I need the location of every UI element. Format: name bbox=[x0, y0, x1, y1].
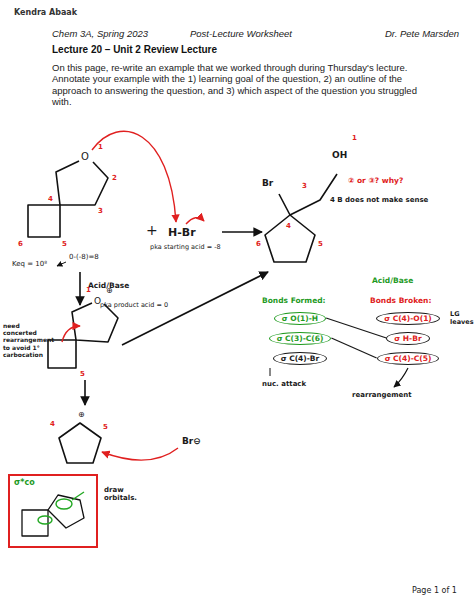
bond-link bbox=[331, 338, 376, 358]
atom-number: 5 bbox=[318, 240, 323, 248]
annotation: O bbox=[81, 151, 89, 163]
atom-number: O bbox=[94, 296, 101, 307]
annotation: H-Br bbox=[168, 226, 196, 239]
atom-number: ⊕ bbox=[78, 410, 85, 420]
annotation: nuc. attack bbox=[262, 380, 306, 388]
node-text: σ C(4)-O(1) bbox=[384, 314, 432, 323]
bond-oval: σ O(1)-H bbox=[274, 312, 326, 325]
header-text: Chem 3A, Spring 2023 bbox=[52, 28, 148, 39]
annotation: Br bbox=[262, 178, 273, 189]
atom-number: 5 bbox=[103, 423, 108, 431]
bond-oval: σ C(4)-Br bbox=[273, 352, 328, 365]
header-text: On this page, re-write an example that w… bbox=[52, 62, 422, 108]
header-text: Post-Lecture Worksheet bbox=[190, 28, 292, 39]
annotation: Bonds Formed: bbox=[262, 296, 326, 305]
annotation: need concerted rearrangement to avoid 1°… bbox=[3, 322, 45, 358]
lecture-title: Lecture 20 – Unit 2 Review Lecture bbox=[52, 44, 217, 56]
node-text: σ O(1)-H bbox=[282, 314, 318, 323]
atom-number: ⊕ bbox=[106, 286, 113, 296]
node-text: σ C(4)-Br bbox=[281, 354, 320, 363]
atom-number: 5 bbox=[62, 240, 67, 248]
node-text: σ C(4)-C(5) bbox=[385, 354, 432, 363]
annotation: Acid/Base bbox=[372, 276, 413, 285]
atom-number: 1 bbox=[98, 143, 103, 151]
header-text: Kendra Abaak bbox=[14, 8, 77, 18]
annotation: Keq = 10⁸ bbox=[12, 260, 47, 268]
bond-oval: σ H-Br bbox=[386, 332, 429, 345]
atom-number: 4 bbox=[50, 420, 55, 428]
node-text: σ*co bbox=[14, 478, 92, 487]
bond-oval: σ C(4)-C(5) bbox=[377, 352, 440, 365]
bond-oval: σ C(3)-C(6) bbox=[269, 332, 332, 345]
atom-number: 4 bbox=[48, 195, 53, 203]
annotation: 0-(-8)=8 bbox=[69, 253, 99, 261]
atom-number: 5 bbox=[80, 370, 85, 378]
atom-number: 3 bbox=[98, 207, 103, 215]
bond-oval: σ C(4)-O(1) bbox=[376, 312, 440, 325]
node-text: σ H-Br bbox=[394, 334, 421, 343]
annotation: rearrangement bbox=[352, 391, 412, 399]
node-text: σ C(3)-C(6) bbox=[277, 334, 324, 343]
atom-number: 4 bbox=[286, 222, 291, 230]
bond-link bbox=[326, 318, 386, 338]
header-text: Dr. Pete Marsden bbox=[385, 28, 459, 39]
annotation: 4 B does not make sense bbox=[330, 196, 428, 204]
atom-number: 2 bbox=[112, 174, 117, 182]
atom-number: 3 bbox=[302, 182, 307, 190]
annotation: OH bbox=[332, 150, 347, 161]
annotation: Bonds Broken: bbox=[370, 296, 431, 305]
annotation: + bbox=[146, 222, 158, 239]
atom-number: 1 bbox=[352, 134, 357, 142]
annotation: Br⊖ bbox=[182, 436, 201, 447]
atom-number: 1 bbox=[86, 286, 91, 294]
annotation: ② or ③? why? bbox=[348, 176, 403, 185]
annotation: draw orbitals. bbox=[104, 486, 152, 503]
annotation: LG leaves bbox=[450, 311, 474, 327]
atom-number: 6 bbox=[256, 240, 261, 248]
atom-number: 6 bbox=[18, 240, 23, 248]
annotation: pka product acid = 0 bbox=[100, 302, 168, 310]
annotation: Page 1 of 1 bbox=[412, 586, 457, 596]
annotation: pka starting acid = -8 bbox=[150, 244, 221, 252]
orbital-box: σ*co bbox=[8, 474, 98, 548]
